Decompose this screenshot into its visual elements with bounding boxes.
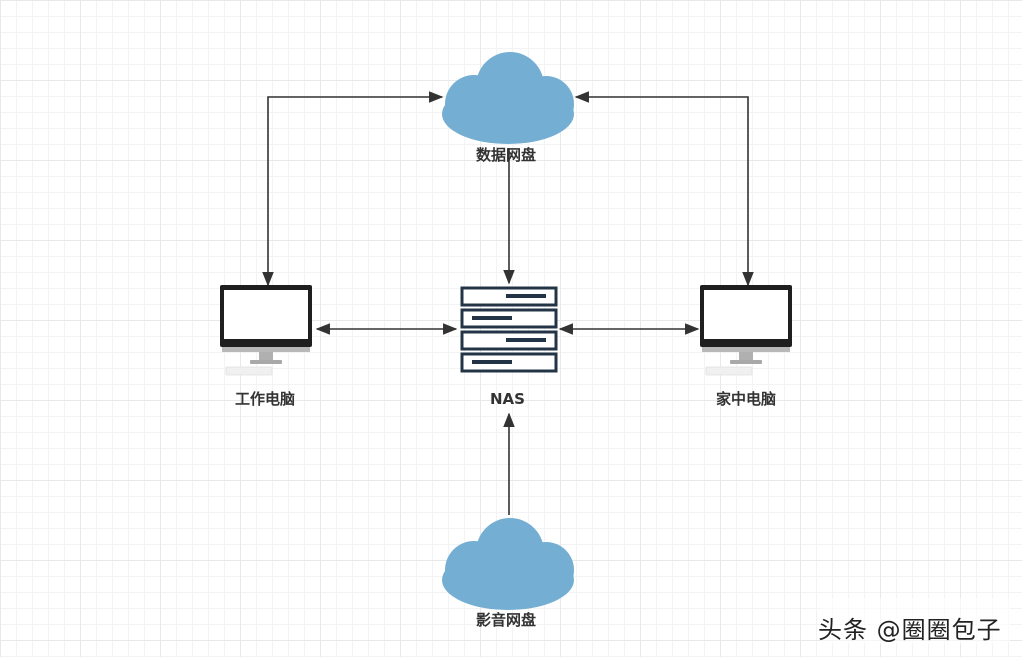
nas-label: NAS [490, 390, 525, 408]
server-unit [460, 330, 558, 351]
watermark-backdrop [820, 598, 1010, 644]
edge-home-pc-data-cloud [574, 91, 754, 287]
home-pc-monitor-icon [700, 285, 792, 376]
home-pc-label: 家中电脑 [716, 390, 777, 408]
server-unit [460, 308, 558, 329]
media-cloud-icon [442, 518, 574, 610]
server-unit [460, 286, 558, 307]
server-unit [460, 352, 558, 373]
media-cloud-label: 影音网盘 [476, 611, 537, 629]
work-pc-monitor-icon [220, 285, 312, 376]
work-pc-label: 工作电脑 [235, 390, 296, 408]
watermark-text: 头条 @圈圈包子 [818, 616, 1002, 644]
nas-server-icon [460, 286, 558, 373]
data-cloud-label: 数据网盘 [476, 146, 537, 164]
edge-work-pc-data-cloud [262, 91, 444, 287]
connectors [262, 91, 754, 515]
data-cloud-icon [442, 52, 574, 144]
